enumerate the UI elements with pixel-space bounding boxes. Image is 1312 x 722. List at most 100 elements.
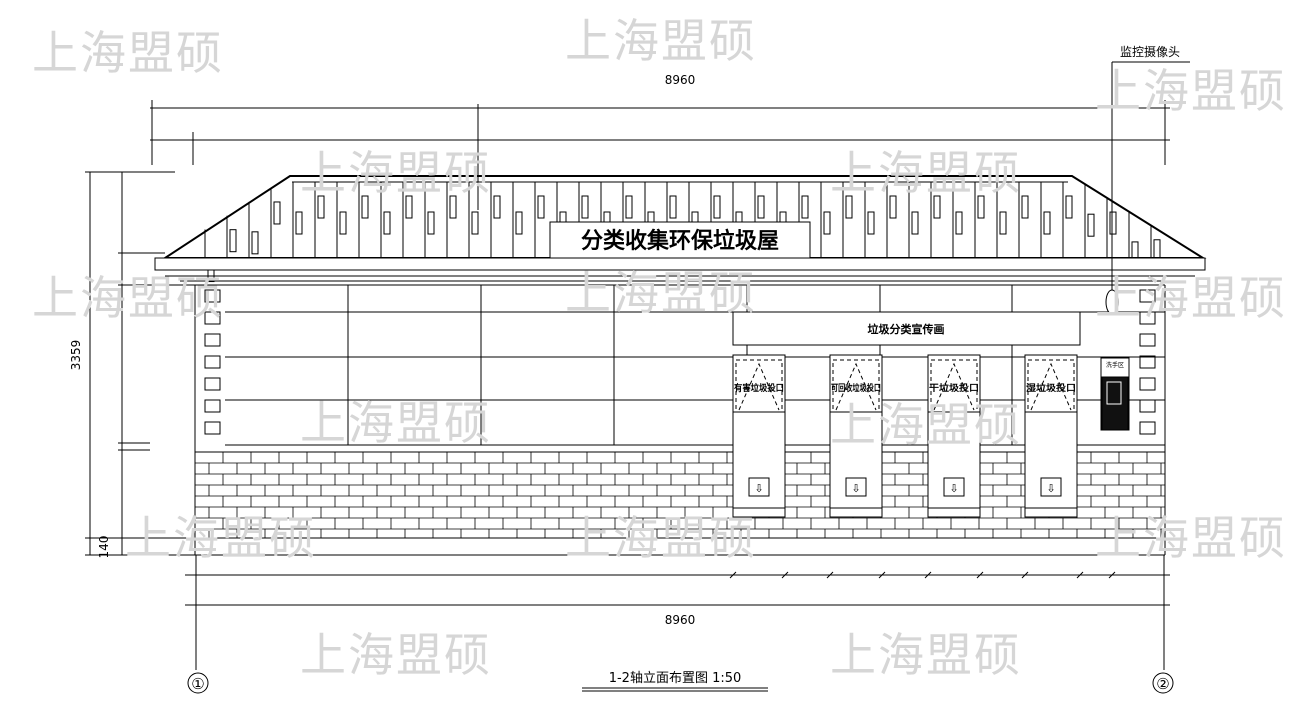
watermark: 上海盟硕 — [300, 396, 492, 450]
bin-label: 可回收垃圾投口 — [831, 382, 881, 394]
watermark: 上海盟硕 — [300, 628, 492, 682]
quoin-stone — [1139, 355, 1156, 369]
watermark: 上海盟硕 — [565, 14, 757, 68]
drop-slot — [845, 477, 867, 497]
watermark: 上海盟硕 — [830, 628, 1022, 682]
dim-tick — [781, 571, 789, 579]
watermark: 上海盟硕 — [565, 511, 757, 565]
watermark: 上海盟硕 — [32, 271, 224, 325]
watermark: 上海盟硕 — [300, 146, 492, 200]
watermark: 上海盟硕 — [1095, 64, 1287, 118]
promo-panel-text: 垃圾分类宣传画 — [868, 322, 945, 336]
left-dimensions: 3359 140 — [69, 171, 195, 558]
roof-tile — [999, 211, 1007, 235]
quoin-stone — [1139, 311, 1156, 325]
watermark: 上海盟硕 — [1095, 511, 1287, 565]
bin-label: 干垃圾投口 — [929, 382, 979, 394]
arrow-icon: ⇩ — [754, 482, 763, 495]
roof-tile — [933, 195, 941, 219]
dim-height-text: 3359 — [69, 340, 83, 371]
sign-title: 分类收集环保垃圾屋 — [581, 228, 779, 254]
bottom-dimensions: 8960 — [185, 555, 1170, 670]
watermark: 上海盟硕 — [32, 26, 224, 80]
roof-tile — [515, 211, 523, 235]
bin-door: ⇩ 有害垃圾投口 — [732, 354, 786, 518]
watermark: 上海盟硕 — [565, 266, 757, 320]
roof-tile — [383, 211, 391, 235]
dim-tick — [976, 571, 984, 579]
surveillance-camera: 监控摄像头 — [1105, 44, 1190, 315]
door-swing — [835, 362, 877, 411]
roof-tile — [273, 201, 281, 225]
quoin-stone — [204, 289, 221, 303]
quoin-stone — [204, 333, 221, 347]
quoin-stone — [204, 377, 221, 391]
watermark: 上海盟硕 — [830, 146, 1022, 200]
promo-panel — [732, 311, 1081, 346]
dim-tick — [826, 571, 834, 579]
roof-tile — [339, 211, 347, 235]
roof-tile — [977, 195, 985, 219]
dim-bottom-text: 8960 — [665, 613, 696, 627]
roof-tile — [493, 195, 501, 219]
door-swing — [738, 362, 780, 411]
roof-tile — [361, 195, 369, 219]
wall — [194, 285, 1166, 556]
watermark: 上海盟硕 — [125, 511, 317, 565]
axis-circle — [1152, 672, 1174, 694]
dim-tick — [1076, 571, 1084, 579]
roof-tile — [537, 195, 545, 219]
roof-tile — [427, 211, 435, 235]
arrow-icon: ⇩ — [1046, 482, 1055, 495]
roof-tile — [823, 211, 831, 235]
watermark: 上海盟硕 — [1095, 271, 1287, 325]
roof-tile — [1087, 213, 1095, 237]
bin-label: 有害垃圾投口 — [734, 382, 784, 394]
sign-board — [549, 221, 811, 259]
drop-slot — [748, 477, 770, 497]
roof-tile — [845, 195, 853, 219]
roof-tile — [1021, 195, 1029, 219]
bin-door: ⇩湿垃圾投口 — [1024, 354, 1078, 518]
roof-tile — [229, 229, 237, 253]
roof-tile — [757, 195, 765, 219]
handwash-station: 洗手区 — [1100, 357, 1130, 431]
dim-top-text: 8960 — [665, 73, 696, 87]
quoin-stone — [1139, 289, 1156, 303]
door-swing — [933, 362, 975, 411]
watermark: 上海盟硕 — [830, 398, 1022, 452]
roof-tile — [1043, 211, 1051, 235]
roof-tile — [295, 211, 303, 235]
quoin-stone — [1139, 377, 1156, 391]
arrow-icon: ⇩ — [851, 482, 860, 495]
bin-door: ⇩ 可回收垃圾投口 — [829, 354, 883, 518]
handwash-label: 洗手区 — [1106, 361, 1124, 369]
roof-tile — [669, 195, 677, 219]
drop-slot — [1040, 477, 1062, 497]
quoin-stone — [1139, 399, 1156, 413]
roof-tile — [317, 195, 325, 219]
bin-door: ⇩ 干垃圾投口 — [927, 354, 981, 518]
dim-tick — [878, 571, 886, 579]
axis-circle — [187, 672, 209, 694]
dim-tick — [1108, 571, 1116, 579]
roof-tile — [449, 195, 457, 219]
quoin-stone — [204, 311, 221, 325]
quoin-stone — [204, 399, 221, 413]
quoin-stone — [204, 421, 221, 435]
roof-tile — [581, 195, 589, 219]
cornice — [154, 257, 1206, 286]
roof-tile — [625, 195, 633, 219]
quoin-stone — [1139, 333, 1156, 347]
roof-tile — [889, 195, 897, 219]
dim-tick — [729, 571, 737, 579]
roof-tile — [471, 211, 479, 235]
roof-tile — [1109, 211, 1117, 235]
arrow-icon: ⇩ — [949, 482, 958, 495]
drop-slot — [943, 477, 965, 497]
roof-tile — [911, 211, 919, 235]
dim-tick — [924, 571, 932, 579]
camera-label: 监控摄像头 — [1120, 44, 1180, 59]
roof-tile — [251, 231, 259, 255]
dim-tick — [1021, 571, 1029, 579]
